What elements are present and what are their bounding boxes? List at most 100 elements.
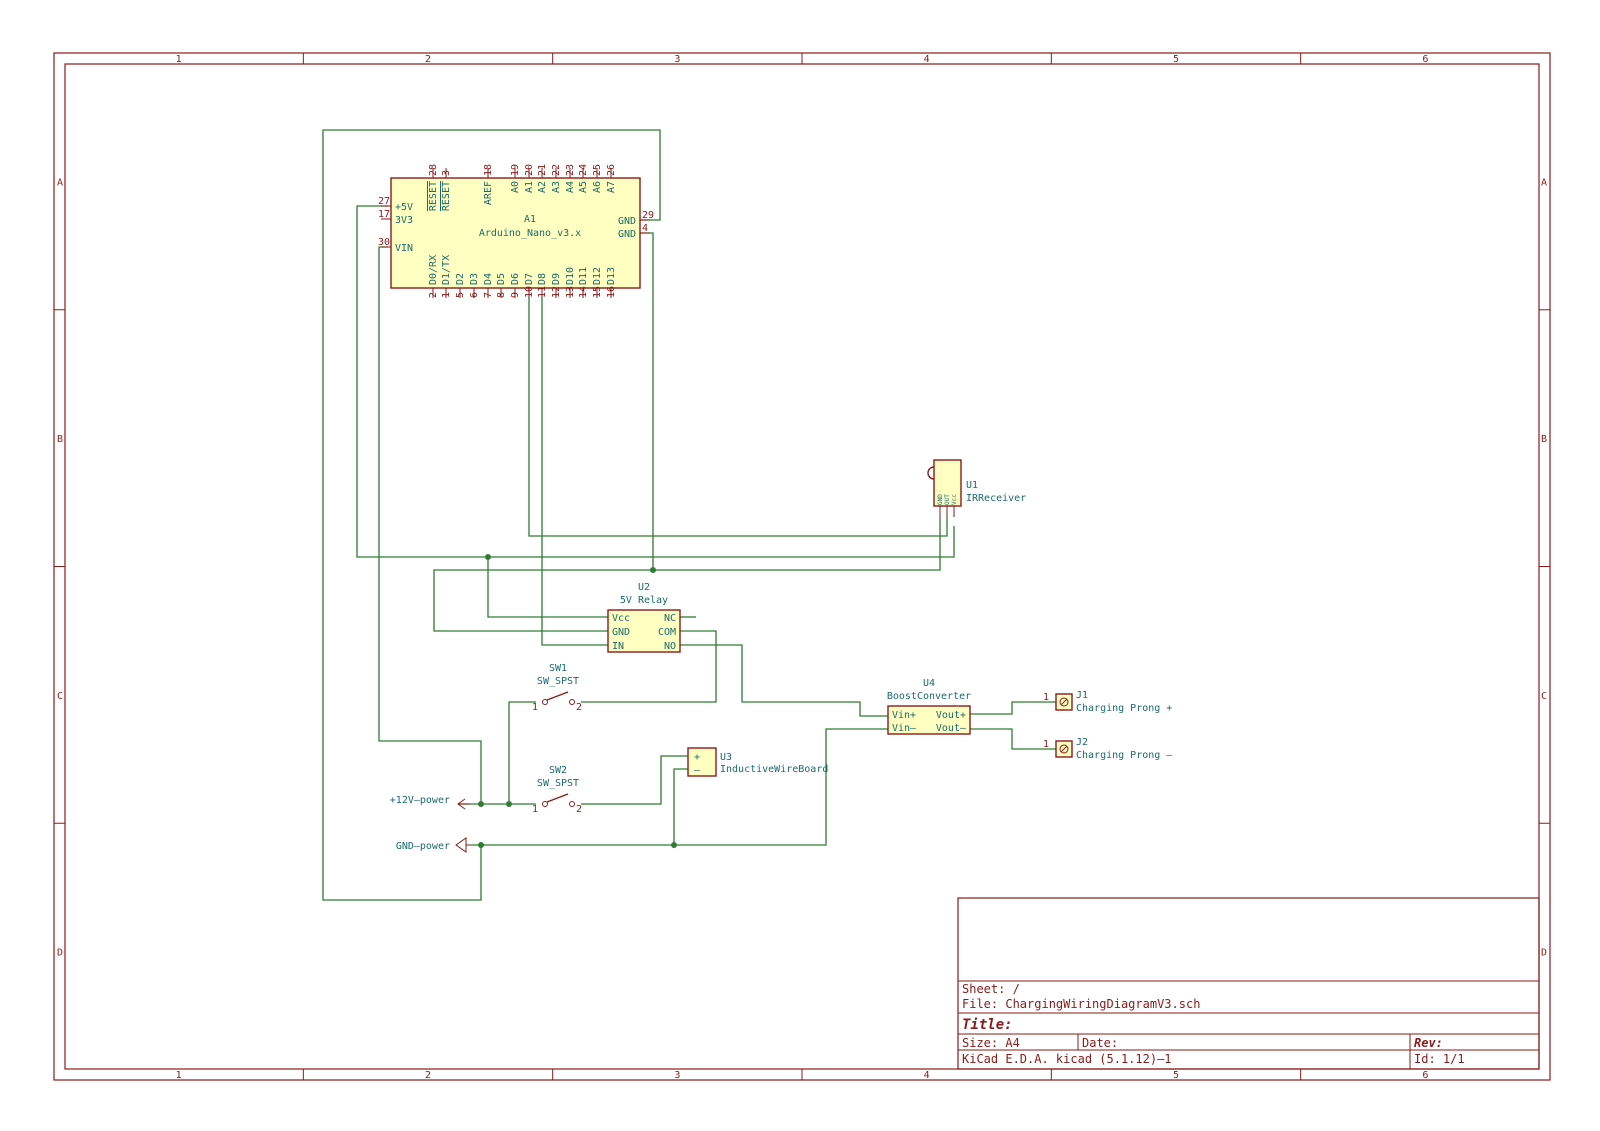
u1-value: IRReceiver [966, 493, 1026, 504]
zone-label-col: 4 [924, 54, 930, 65]
a1-top-pin-number: 23 [565, 164, 576, 176]
a1-bottom-pin-label: D6 [510, 273, 521, 285]
a1-left-pin-label: 3V3 [395, 215, 413, 226]
u4-pin-vin-minus: Vin– [892, 723, 917, 734]
wire-ir-gnd-relay [433, 517, 941, 632]
component-j1-connector[interactable]: 1 J1 Charging Prong + [1043, 690, 1172, 714]
zone-label-col: 5 [1173, 1070, 1179, 1081]
j1-ref: J1 [1076, 690, 1088, 701]
j1-pin: 1 [1043, 692, 1049, 703]
wire-vin [378, 246, 482, 804]
a1-bottom-pin-label: D8 [537, 273, 548, 285]
wire-sw1-12v [508, 701, 536, 804]
zone-label-col: 3 [674, 54, 680, 65]
a1-bottom-pin-label: D10 [565, 267, 576, 285]
a1-top-pin-label: RESET [428, 181, 439, 211]
component-u2-relay[interactable]: U2 5V Relay Vcc GND IN NC COM NO [607, 582, 681, 653]
component-u4-boost-converter[interactable]: U4 BoostConverter Vin+ Vin– Vout+ Vout– [887, 678, 971, 735]
net-label-12v[interactable]: +12V–power [390, 795, 470, 810]
u4-value: BoostConverter [887, 691, 971, 702]
a1-bottom-pin-label: D12 [592, 267, 603, 285]
a1-bottom-pin-number: 10 [524, 286, 535, 298]
wire-relay-com-sw1 [581, 630, 717, 703]
component-a1-arduino[interactable]: 28RESET3RESET18AREF19A020A121A222A323A42… [378, 164, 654, 298]
a1-left-pin-label: VIN [395, 243, 413, 254]
wire-relay-no-boost [680, 644, 888, 717]
title-block-title: Title: [962, 1017, 1013, 1033]
a1-right-pin-number: 4 [642, 223, 648, 234]
u1-ref: U1 [966, 480, 978, 491]
junction-dot [671, 842, 677, 848]
a1-top-pin-number: 3 [441, 170, 452, 176]
u2-pin-no: NO [664, 641, 676, 652]
a1-right-pin-number: 29 [642, 210, 654, 221]
u2-pin-com: COM [658, 627, 676, 638]
u1-pin-out: OUT [944, 494, 951, 505]
a1-bottom-pin-number: 9 [510, 292, 521, 298]
zone-label-row: C [57, 691, 63, 702]
title-block-sheet: Sheet: / [962, 982, 1020, 996]
j2-value: Charging Prong – [1076, 750, 1173, 761]
a1-top-pin-label: A2 [537, 181, 548, 193]
zone-label-row: D [1541, 948, 1547, 959]
junction-dot [478, 801, 484, 807]
a1-top-pin-label: A5 [578, 181, 589, 193]
sw1-pin1: 1 [532, 702, 538, 713]
u2-pin-gnd: GND [612, 627, 630, 638]
junctions [478, 554, 677, 848]
component-sw1[interactable]: SW1 SW_SPST 1 2 [532, 663, 582, 713]
a1-bottom-pin-number: 6 [469, 292, 480, 298]
u2-pin-vcc: Vcc [612, 613, 630, 624]
title-block-rev: Rev: [1414, 1036, 1443, 1050]
a1-bottom-pin-label: D3 [469, 273, 480, 285]
j2-pin: 1 [1043, 739, 1049, 750]
component-u3-inductive-board[interactable]: + – U3 InductiveWireBoard [687, 747, 828, 777]
a1-bottom-pin-label: D2 [455, 273, 466, 285]
a1-left-pin-number: 30 [378, 237, 390, 248]
wire-u3-gnd [673, 768, 688, 845]
a1-top-pin-label: A1 [524, 181, 535, 193]
a1-top-pin-number: 26 [606, 164, 617, 176]
a1-right-pin-label: GND [618, 216, 636, 227]
wire-5v [356, 205, 955, 558]
u4-ref: U4 [923, 678, 935, 689]
u4-pin-vout-minus: Vout– [936, 723, 967, 734]
a1-bottom-pin-number: 11 [537, 286, 548, 298]
zone-label-row: A [57, 177, 63, 188]
u2-pin-in: IN [612, 641, 624, 652]
zone-ticks [54, 53, 1550, 1080]
component-u1-ir-receiver[interactable]: GND OUT Vcc U1 IRReceiver [927, 459, 1026, 517]
a1-top-pin-number: 24 [578, 164, 589, 176]
zone-label-row: A [1541, 177, 1547, 188]
a1-bottom-pin-label: D9 [551, 273, 562, 285]
title-block: Sheet: / File: ChargingWiringDiagramV3.s… [957, 897, 1540, 1070]
u3-value: InductiveWireBoard [720, 764, 828, 775]
junction-dot [485, 554, 491, 560]
a1-bottom-pins: 2D0/RX1D1/TX5D26D37D48D59D610D711D812D91… [428, 255, 617, 298]
zone-label-col: 2 [425, 54, 431, 65]
u4-pin-vout-plus: Vout+ [936, 710, 966, 721]
junction-dot [506, 801, 512, 807]
a1-bottom-pin-number: 1 [441, 292, 452, 298]
net-label-gnd[interactable]: GND–power [396, 837, 470, 853]
sw1-value: SW_SPST [537, 676, 579, 687]
component-sw2[interactable]: SW2 SW_SPST 1 2 [532, 765, 582, 815]
net-12v-text: +12V–power [390, 795, 450, 806]
a1-top-pins: 28RESET3RESET18AREF19A020A121A222A323A42… [428, 164, 617, 211]
u2-ref: U2 [638, 582, 650, 593]
wire-gnd-loop [322, 129, 661, 901]
sw2-pin2: 2 [576, 804, 582, 815]
u3-ref: U3 [720, 752, 732, 763]
wire-gnd-pin4 [640, 232, 654, 570]
zone-label-col: 4 [924, 1070, 930, 1081]
component-j2-connector[interactable]: 1 J2 Charging Prong – [1043, 737, 1173, 761]
a1-bottom-pin-number: 12 [551, 286, 562, 298]
a1-bottom-pin-label: D1/TX [441, 255, 452, 285]
a1-left-pin-number: 17 [378, 209, 390, 220]
wire-5v-relay-vcc [487, 557, 608, 618]
net-gnd-text: GND–power [396, 841, 450, 852]
wire-d8-relay-in [541, 297, 608, 646]
zone-label-col: 5 [1173, 54, 1179, 65]
